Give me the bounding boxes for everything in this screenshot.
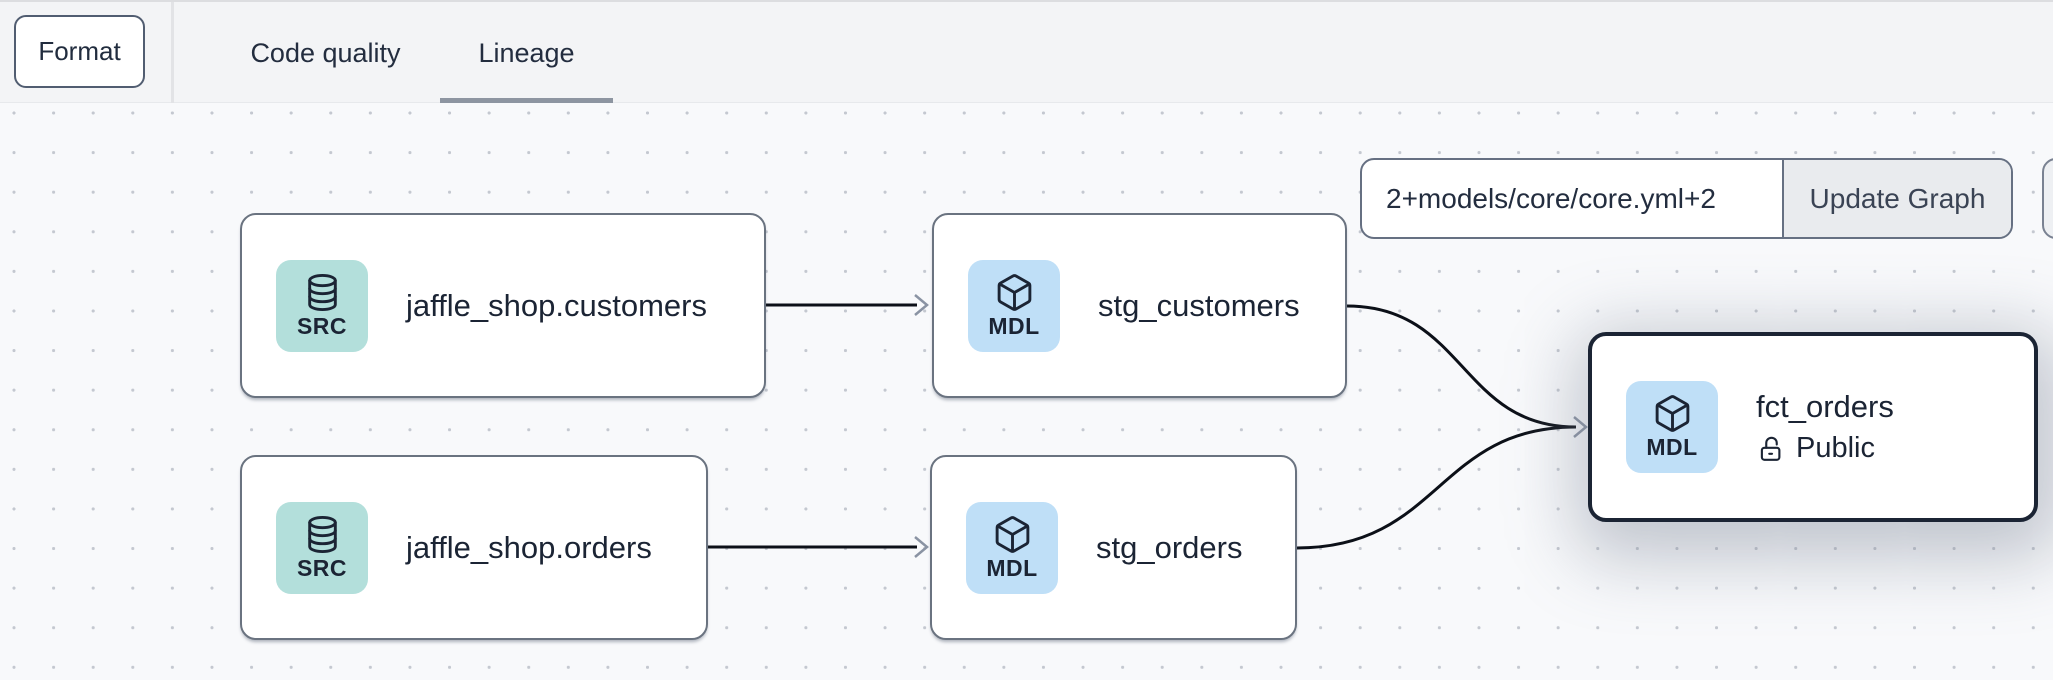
arrowhead-icon [1573, 416, 1588, 438]
source-resource-icon: SRC [276, 501, 368, 594]
resource-type-badge: MDL [1646, 434, 1698, 461]
arrowhead-icon [914, 294, 929, 316]
model-resource-icon: MDL [1626, 381, 1718, 473]
resource-type-badge: SRC [296, 554, 348, 581]
source-resource-icon: SRC [276, 259, 368, 352]
model-resource-icon: MDL [966, 501, 1058, 594]
access-label: Public [1796, 432, 1875, 464]
clipped-toolbar-button[interactable] [2042, 158, 2053, 239]
resource-type-badge: SRC [296, 312, 348, 339]
toolbar-divider [171, 2, 174, 105]
lineage-node-stg-customers[interactable]: MDL stg_customers [932, 213, 1347, 398]
edge-stg-orders-to-fct-orders [1296, 425, 1577, 550]
lineage-canvas[interactable]: SRC jaffle_shop.customers MDL stg_custom… [0, 103, 2053, 680]
selector-input[interactable] [1362, 160, 1782, 237]
arrowhead-icon [914, 536, 929, 558]
cube-icon [995, 515, 1029, 553]
edge-stg-customers-to-fct-orders [1346, 304, 1577, 429]
resource-type-badge: MDL [986, 554, 1038, 581]
lineage-node-stg-orders[interactable]: MDL stg_orders [930, 455, 1297, 640]
database-icon [307, 273, 337, 311]
graph-selector-group: Update Graph [1360, 158, 2013, 239]
node-title: jaffle_shop.orders [406, 529, 652, 565]
node-text: fct_orders Public [1756, 389, 1894, 465]
cube-icon [1655, 395, 1689, 433]
node-title: fct_orders [1756, 389, 1894, 424]
lineage-node-jaffle-shop-orders[interactable]: SRC jaffle_shop.orders [240, 455, 708, 640]
tab-code-quality-label: Code quality [250, 37, 401, 68]
lineage-node-fct-orders[interactable]: MDL fct_orders Public [1588, 332, 2038, 522]
model-resource-icon: MDL [968, 259, 1060, 352]
tab-lineage-label: Lineage [478, 37, 575, 68]
access-indicator: Public [1756, 432, 1894, 465]
tab-code-quality[interactable]: Code quality [244, 2, 407, 104]
toolbar: Format Code quality Lineage [0, 0, 2053, 105]
tab-lineage[interactable]: Lineage [440, 2, 613, 104]
database-icon [307, 515, 337, 553]
active-tab-indicator [440, 98, 613, 104]
lineage-node-jaffle-shop-customers[interactable]: SRC jaffle_shop.customers [240, 213, 766, 398]
update-graph-button[interactable]: Update Graph [1782, 160, 2011, 237]
format-button[interactable]: Format [14, 15, 145, 88]
unlock-icon [1760, 436, 1781, 461]
node-title: stg_customers [1098, 287, 1300, 323]
resource-type-badge: MDL [988, 312, 1040, 339]
cube-icon [997, 273, 1031, 311]
node-title: jaffle_shop.customers [406, 287, 707, 323]
node-title: stg_orders [1096, 529, 1243, 565]
